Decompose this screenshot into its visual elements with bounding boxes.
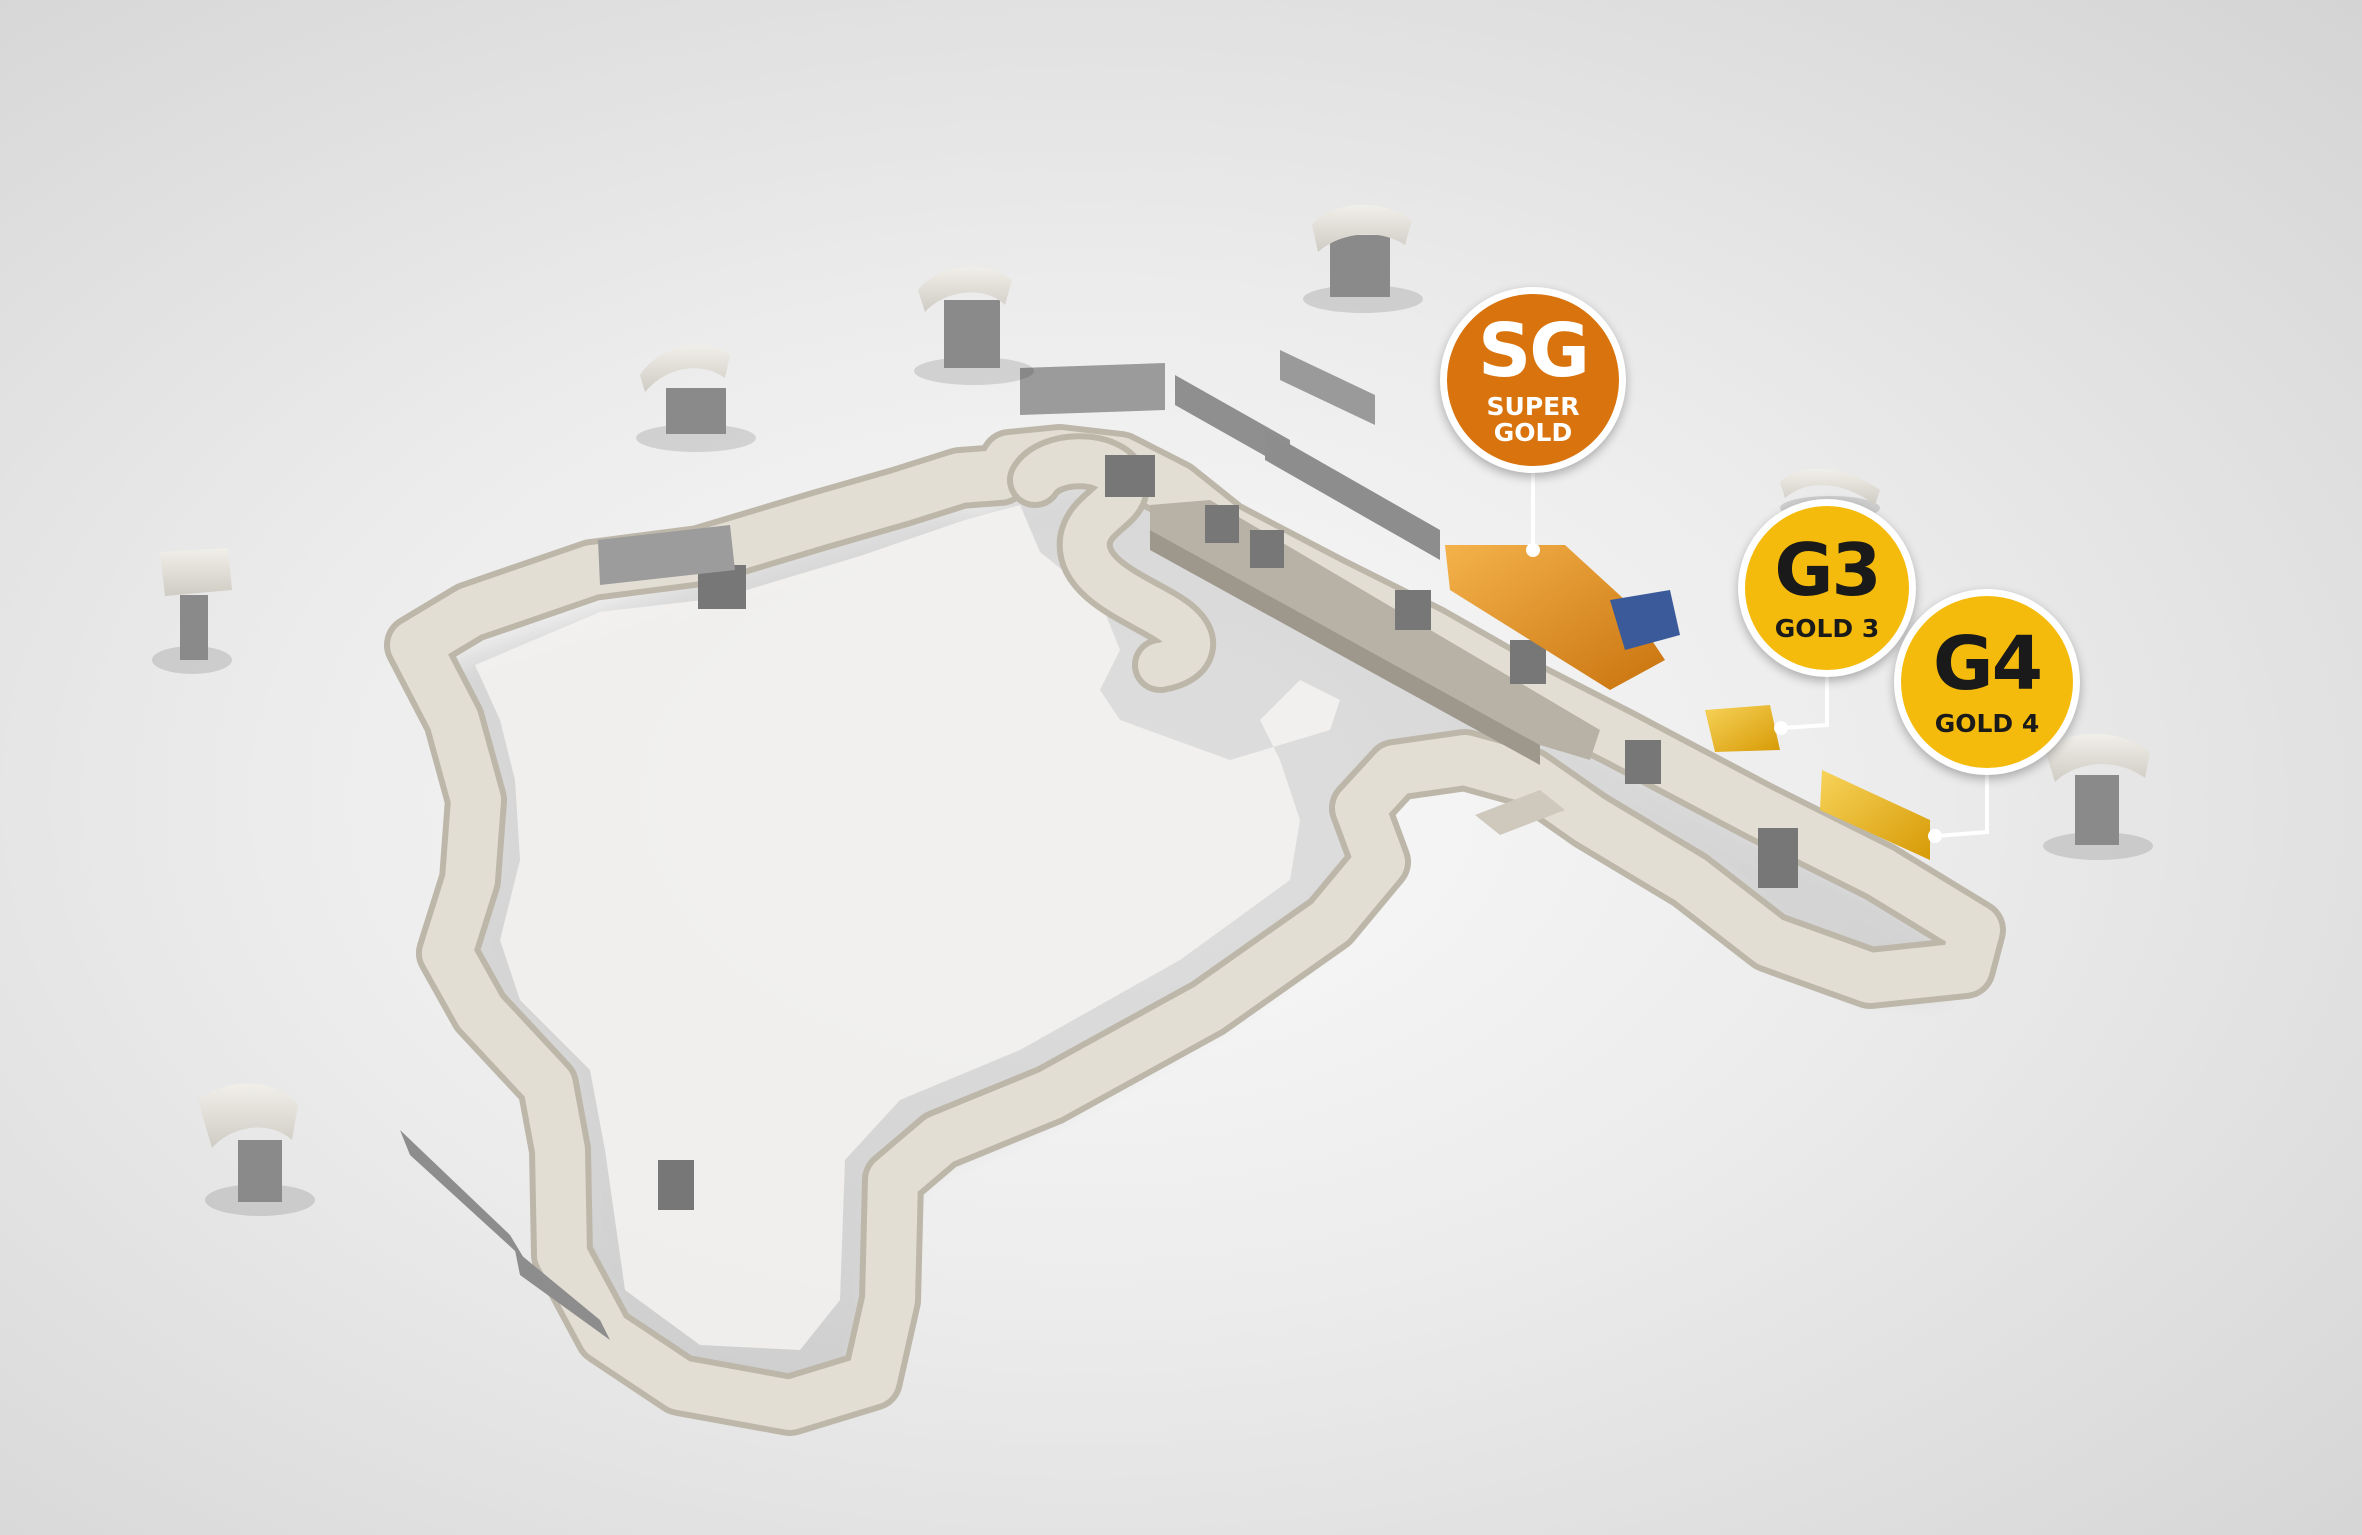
dot-sg [1526, 543, 1540, 557]
connector-dots [1526, 543, 1942, 843]
sign-6 [1510, 640, 1546, 684]
sign-4 [1250, 530, 1284, 568]
marker-gold-4[interactable]: G4 GOLD 4 [1894, 589, 2080, 775]
grey-stands [400, 350, 1440, 1340]
marker-name: SUPER GOLD [1486, 391, 1580, 447]
shelter-1 [636, 344, 756, 452]
sign-9 [658, 1160, 694, 1210]
sign-3 [1205, 505, 1239, 543]
shelter-6 [198, 1083, 315, 1216]
stand-grey-1 [1020, 363, 1165, 415]
track-surface [390, 430, 2000, 1430]
sign-7 [1625, 740, 1661, 784]
marker-name-line: SUPER GOLD [1486, 391, 1580, 447]
connector-g4 [1936, 775, 1989, 838]
connector-g3 [1782, 677, 1829, 730]
pit-wall-side [1150, 530, 1540, 765]
marker-code: SG [1477, 307, 1590, 394]
stand-grey-5 [598, 525, 735, 585]
stand-grey-2 [1175, 375, 1290, 470]
sign-8 [1758, 828, 1798, 888]
super-gold-stand [1445, 545, 1680, 690]
blue-seats [1610, 590, 1680, 650]
marker-code: G4 [1932, 620, 2043, 707]
dot-g3 [1774, 721, 1788, 735]
marker-name: GOLD 4 [1934, 708, 2040, 738]
stand-grey-4 [1265, 430, 1440, 560]
marker-code: G3 [1774, 527, 1881, 612]
stand-grey-7 [515, 1250, 610, 1340]
shelter-5 [152, 548, 232, 674]
dot-g4 [1928, 829, 1942, 843]
bridge [1475, 790, 1565, 835]
sign-2 [1105, 455, 1155, 497]
shelters [152, 204, 2153, 1216]
gold-4-stand [1820, 770, 1930, 860]
marker-connectors [1531, 473, 1989, 838]
stand-grey-6 [400, 1130, 525, 1260]
track-hairpin-surface [1013, 439, 1210, 687]
shelter-2 [914, 266, 1034, 385]
shelter-7 [2043, 733, 2153, 860]
marker-super-gold[interactable]: SG SUPER GOLD [1440, 287, 1626, 473]
track-infield [475, 505, 1340, 1350]
shelter-3 [1303, 204, 1423, 313]
marker-name: GOLD 3 [1774, 613, 1880, 643]
super-gold-seats [1445, 545, 1665, 690]
stand-grey-3 [1280, 350, 1375, 425]
sign-5 [1395, 590, 1431, 630]
track-signs [658, 455, 1798, 1210]
marker-gold-3[interactable]: G3 GOLD 3 [1738, 499, 1916, 677]
gold-3-stand [1705, 705, 1780, 752]
